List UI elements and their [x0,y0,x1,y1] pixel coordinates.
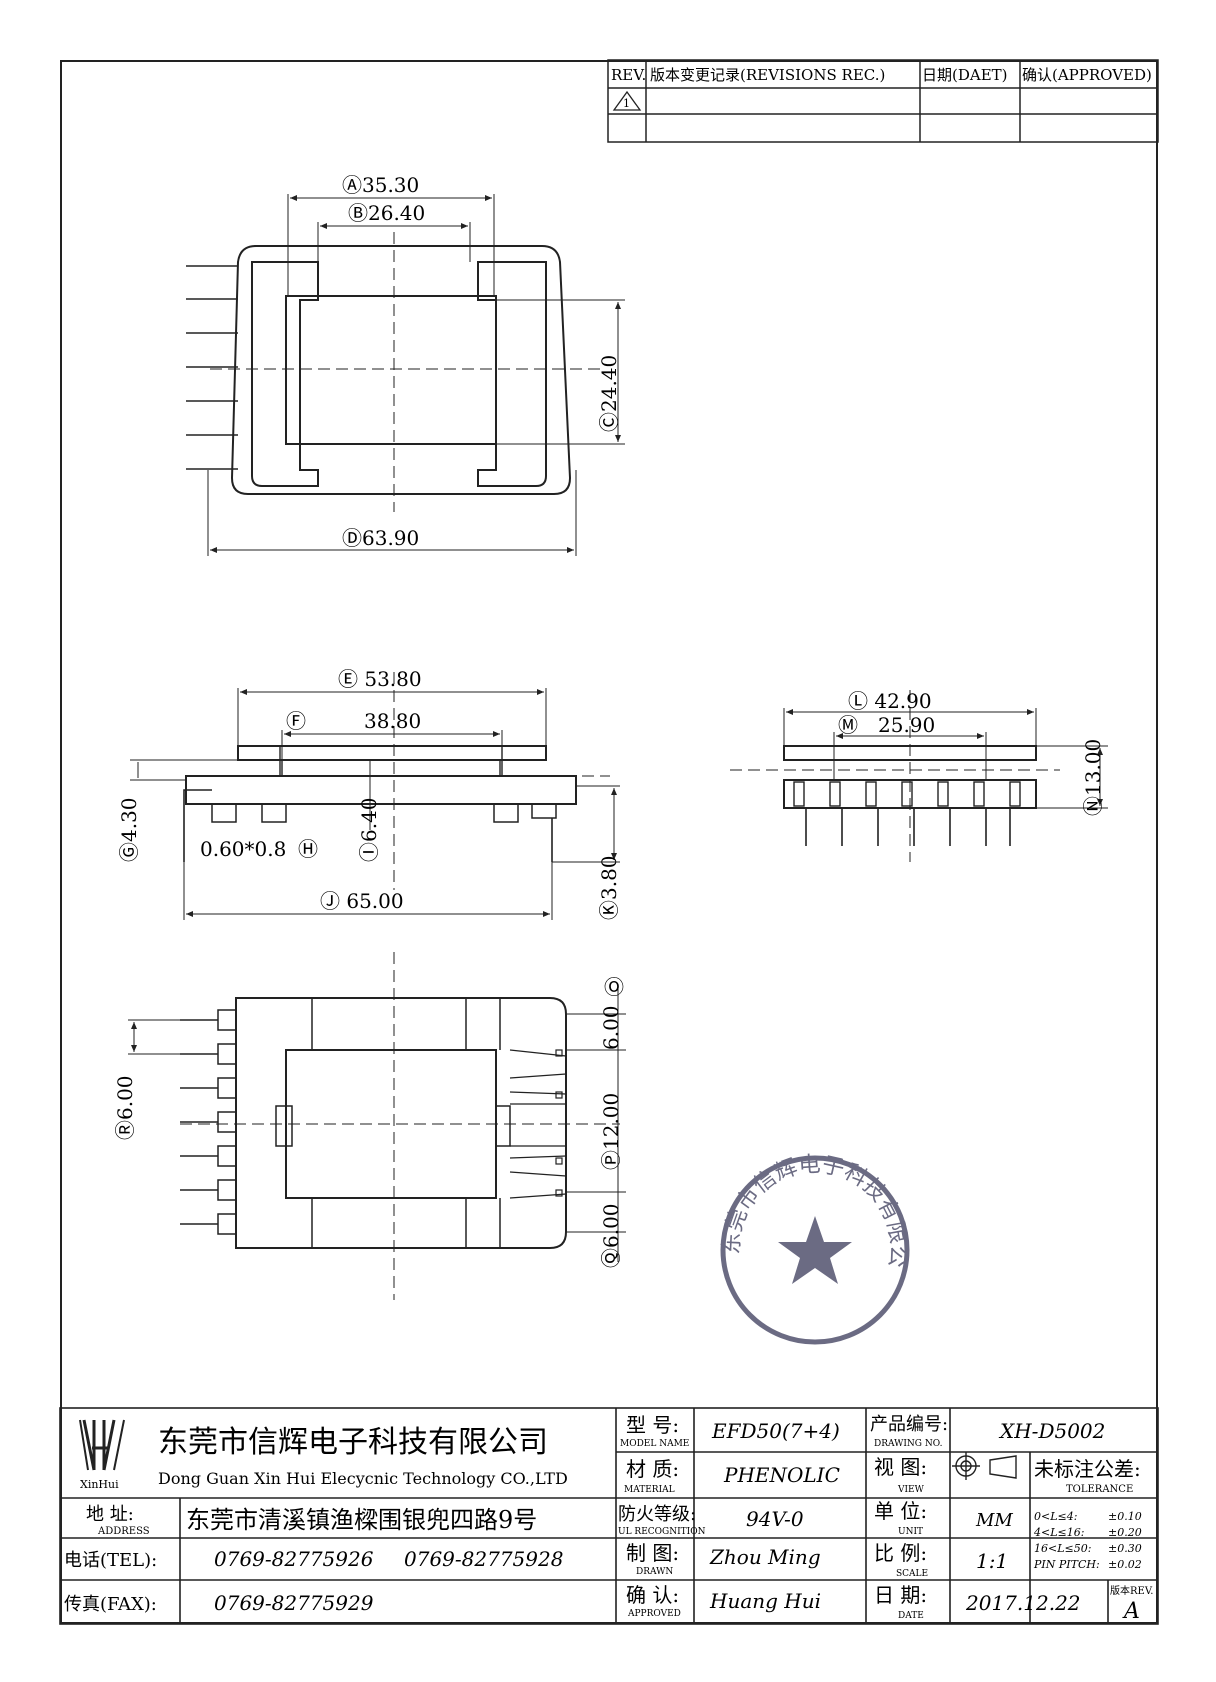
unit-value: MM [975,1510,1013,1531]
revision-date-header: 日期(DAET) [922,66,1008,84]
dimension-d: Ⓓ63.90 [342,526,419,550]
approved-label: 确 认: [626,1583,679,1607]
model-value: EFD50(7+4) [711,1419,840,1443]
dimension-m: 25.90 [878,713,935,737]
ul-label-en: UL RECOGNITION [618,1527,706,1537]
projection-symbol-icon [952,1452,1017,1480]
dimension-n: Ⓝ13.00 [1081,739,1105,816]
ul-value: 94V-0 [746,1507,804,1531]
view-label: 视 图: [874,1455,927,1479]
address-value: 东莞市清溪镇渔樑围银兜四路9号 [186,1506,537,1534]
dimension-i: Ⓘ6.40 [357,797,381,862]
drawn-value: Zhou Ming [709,1545,821,1569]
top-view [186,194,625,556]
dimension-b: Ⓑ26.40 [348,201,425,225]
company-name-en: Dong Guan Xin Hui Elecycnic Technology C… [158,1469,568,1488]
tolerance-label: 未标注公差: [1034,1457,1141,1481]
dimension-c: Ⓒ24.40 [597,355,621,432]
dimension-h: 0.60*0.8 [200,837,286,861]
material-value: PHENOLIC [723,1463,840,1487]
address-label: 地 址: [86,1504,134,1525]
dimension-f: 38.80 [364,709,421,733]
dimension-o: 6.00 [599,1005,623,1050]
tolerance-value: ±0.02 [1108,1558,1142,1571]
dimension-o-marker: Ⓞ [604,975,624,999]
bottom-view [128,952,626,1300]
dimension-h-marker: Ⓗ [298,837,318,861]
revision-table [607,59,1159,143]
view-label-en: VIEW [897,1485,925,1495]
tolerance-range: PIN PITCH: [1033,1558,1100,1571]
rev-header: REV. [611,66,646,84]
dimension-q: Ⓠ6.00 [599,1203,623,1268]
model-label-en: MODEL NAME [620,1439,689,1449]
tel-label: 电话(TEL): [64,1550,157,1571]
date-value: 2017.12.22 [965,1591,1081,1615]
address-label-en: ADDRESS [97,1526,150,1537]
tel-value-1: 0769-82775926 [214,1547,374,1571]
title-block [59,1407,1159,1625]
drawn-label: 制 图: [626,1541,679,1565]
dimension-m-marker: Ⓜ [838,713,858,737]
scale-label: 比 例: [874,1541,927,1565]
rev-value: A [1122,1599,1140,1624]
dimension-r: Ⓡ6.00 [113,1075,137,1140]
tolerance-value: ±0.30 [1108,1542,1142,1555]
tolerance-value: ±0.20 [1108,1526,1142,1539]
model-label: 型 号: [626,1413,679,1437]
dimension-p: Ⓟ12.00 [599,1093,623,1170]
tolerance-range: 0<L≤4: [1034,1510,1077,1523]
approved-label-en: APPROVED [627,1609,681,1619]
tolerance-value: ±0.10 [1108,1510,1142,1523]
date-label: 日 期: [874,1583,927,1607]
revision-triangle-icon: 1 [612,90,642,111]
drawing-no-value: XH-D5002 [998,1419,1105,1443]
revision-row-number: 1 [623,97,630,110]
tolerance-range: 16<L≤50: [1034,1542,1091,1555]
fax-label: 传真(FAX): [64,1594,157,1615]
fax-value: 0769-82775929 [214,1591,374,1615]
ul-label: 防火等级: [618,1504,696,1525]
dimension-f-marker: Ⓕ [286,709,306,733]
company-name-cn: 东莞市信辉电子科技有限公司 [158,1425,548,1460]
rev-label: 版本REV. [1110,1584,1153,1597]
dimension-a: Ⓐ35.30 [342,173,419,197]
tolerance-table: 0<L≤4: ±0.10 4<L≤16: ±0.20 16<L≤50: ±0.3… [1033,1510,1142,1571]
dimension-k: Ⓚ3.80 [597,855,621,920]
end-view [730,690,1108,862]
logo-text: XinHui [80,1478,119,1491]
revision-approved-header: 确认(APPROVED) [1022,66,1152,84]
tolerance-range: 4<L≤16: [1033,1526,1084,1539]
drawing-no-label: 产品编号: [870,1414,948,1435]
material-label: 材 质: [626,1457,679,1481]
drawn-label-en: DRAWN [636,1567,673,1577]
revisions-record-header: 版本变更记录(REVISIONS REC.) [650,66,885,84]
dimension-e: Ⓔ 53.80 [338,667,422,691]
material-label-en: MATERIAL [624,1485,675,1495]
unit-label-en: UNIT [898,1527,923,1537]
drawing-no-label-en: DRAWING NO. [874,1439,943,1449]
scale-value: 1:1 [976,1549,1008,1573]
dimension-g: Ⓖ4.30 [117,797,141,862]
side-view [130,672,620,920]
dimension-l: Ⓛ 42.90 [848,689,932,713]
scale-label-en: SCALE [896,1569,928,1579]
tolerance-label-en: TOLERANCE [1066,1484,1133,1495]
date-label-en: DATE [898,1611,924,1621]
approved-value: Huang Hui [709,1589,821,1613]
dimension-j: Ⓙ 65.00 [320,889,404,913]
unit-label: 单 位: [874,1499,927,1523]
xinhui-logo-icon [79,1419,125,1471]
drawing-frame [60,60,1158,1624]
tel-value-2: 0769-82775928 [404,1547,563,1571]
